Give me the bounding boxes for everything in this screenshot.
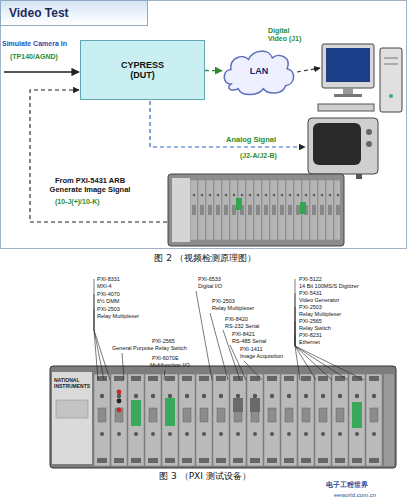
module-label: PXI-8331 [97, 276, 120, 283]
signal-label: (J2-A/J2-B) [240, 152, 277, 160]
module-label: Relay Multiplexer [299, 311, 341, 318]
module-label: PXI-8420 [225, 316, 248, 323]
signal-label: Analog Signal [226, 135, 276, 144]
figure-caption: 图 3 （PXI 测试设备） [0, 471, 410, 482]
signal-label: Simulate Camera In [2, 40, 67, 48]
module-label: 6½ DMM [97, 298, 119, 305]
module-label: General Purpose Relay Switch [112, 345, 187, 352]
module-label: PXI-8231 [299, 332, 322, 339]
module-label: 14 Bit 100MS/S Digitizer [299, 283, 359, 290]
signal-label: From PXI-5431 ARB Generate Image Signal [38, 176, 142, 194]
module-label: PXI-4070 [97, 291, 120, 298]
module-label: PXI-2565 [152, 338, 175, 345]
module-label: RS-485 Serial [232, 338, 266, 345]
lan-cloud: LAN [222, 44, 296, 98]
signal-label: (10-J(+)/10-K) [55, 198, 100, 206]
module-label: PXI-2503 [212, 298, 235, 305]
module-label: Relay Multiplexer [97, 313, 139, 320]
module-label: Multifunction I/O [150, 362, 190, 369]
signal-label: Digital Video (J1) [268, 27, 308, 44]
module-label: Relay Switch [299, 325, 331, 332]
cloud-path [224, 51, 293, 94]
module-label: PXI-2565 [299, 318, 322, 325]
node-label: LAN [250, 66, 269, 76]
module-label: PXI-6070E [152, 355, 179, 362]
brand-label: NATIONAL INSTRUMENTS [54, 377, 92, 389]
figure-caption: 图 2 （视频检测原理图） [0, 253, 410, 264]
dut-box: CYPRESS (DUT) [80, 40, 205, 100]
module-label: MXI-4 [97, 283, 112, 290]
module-label: PXI-5431 [299, 290, 322, 297]
module-label: PXI-2503 [299, 304, 322, 311]
node-label: CYPRESS (DUT) [117, 60, 169, 81]
watermark: 电子工程世界 [326, 481, 368, 489]
module-label: PXI-2503 [97, 306, 120, 313]
title-bar: Video Test [0, 0, 148, 26]
module-label: Ethernet [299, 339, 320, 346]
module-label: Video Generator [299, 297, 339, 304]
module-label: PXI-6533 [198, 276, 221, 283]
module-label: Image Acquisition [240, 353, 283, 360]
module-label: Relay Multiplexer [212, 305, 254, 312]
slide-title: Video Test [9, 6, 69, 20]
module-label: PXI-8421 [232, 331, 255, 338]
module-label: Digital I/O [198, 283, 222, 290]
connector [205, 70, 222, 71]
signal-label: (TP140/AGND) [10, 53, 58, 61]
watermark: eeworld.com.cn [334, 492, 376, 499]
module-label: PXI-5122 [299, 276, 322, 283]
module-label: PXI-1411 [240, 346, 263, 353]
module-label: RS-232 Serial [225, 323, 259, 330]
